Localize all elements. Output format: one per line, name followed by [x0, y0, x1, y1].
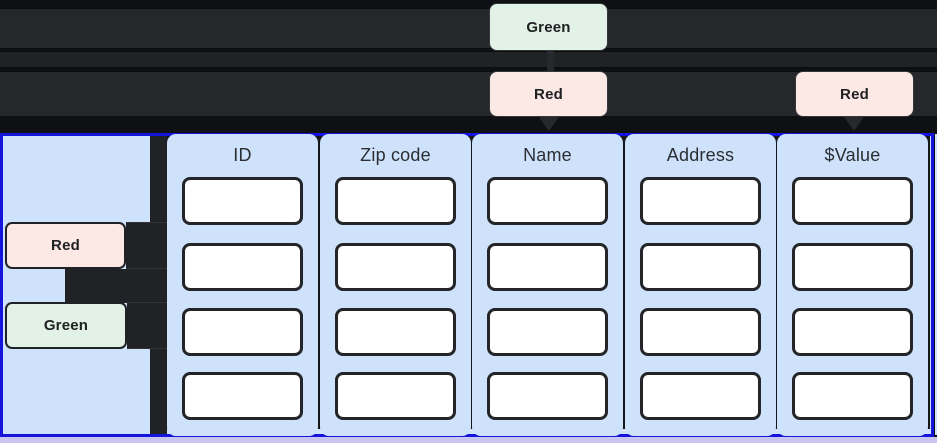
- cell-slot[interactable]: [335, 177, 456, 225]
- row-bar-red[interactable]: [0, 71, 937, 117]
- cell-slot[interactable]: [792, 308, 913, 356]
- green-row-badge[interactable]: Green: [489, 3, 608, 51]
- cell-slot[interactable]: [487, 177, 608, 225]
- left-green-connector: [127, 302, 167, 349]
- column-address[interactable]: Address: [625, 134, 776, 436]
- column-header: Address: [666, 145, 735, 165]
- cell-slot[interactable]: [335, 243, 456, 291]
- next-section-edge: [0, 437, 937, 443]
- arrowhead-down-icon: [539, 117, 559, 131]
- red-row-badge-2[interactable]: Red: [795, 71, 914, 117]
- cell-slot[interactable]: [640, 372, 761, 420]
- column-header: Name: [523, 145, 572, 165]
- table-panel-right-sliver: [935, 134, 937, 435]
- cell-slot[interactable]: [487, 308, 608, 356]
- cell-slot[interactable]: [792, 177, 913, 225]
- row-bar-green[interactable]: [0, 8, 937, 49]
- cell-slot[interactable]: [487, 243, 608, 291]
- cell-slot[interactable]: [792, 372, 913, 420]
- cell-slot[interactable]: [182, 243, 303, 291]
- cell-slot[interactable]: [640, 177, 761, 225]
- left-green-badge[interactable]: Green: [5, 302, 127, 349]
- red-row-badge[interactable]: Red: [489, 71, 608, 117]
- cell-slot[interactable]: [182, 308, 303, 356]
- column-header: ID: [233, 145, 252, 165]
- cell-slot[interactable]: [182, 372, 303, 420]
- arrowhead-down-icon: [844, 117, 864, 131]
- column-value[interactable]: $Value: [777, 134, 928, 436]
- column-id[interactable]: ID: [167, 134, 318, 436]
- cell-slot[interactable]: [182, 177, 303, 225]
- badge-connector: [547, 49, 554, 73]
- cell-slot[interactable]: [640, 243, 761, 291]
- row-bar-collapsed[interactable]: [0, 51, 937, 68]
- left-red-connector: [126, 222, 167, 269]
- cell-slot[interactable]: [792, 243, 913, 291]
- column-name[interactable]: Name: [472, 134, 623, 436]
- left-middle-connector: [65, 269, 167, 303]
- cell-slot[interactable]: [487, 372, 608, 420]
- column-header: Zip code: [360, 145, 431, 165]
- cell-slot[interactable]: [335, 372, 456, 420]
- cell-slot[interactable]: [335, 308, 456, 356]
- left-red-badge[interactable]: Red: [5, 222, 126, 269]
- column-header: $Value: [824, 145, 881, 165]
- column-zip-code[interactable]: Zip code: [320, 134, 471, 436]
- cell-slot[interactable]: [640, 308, 761, 356]
